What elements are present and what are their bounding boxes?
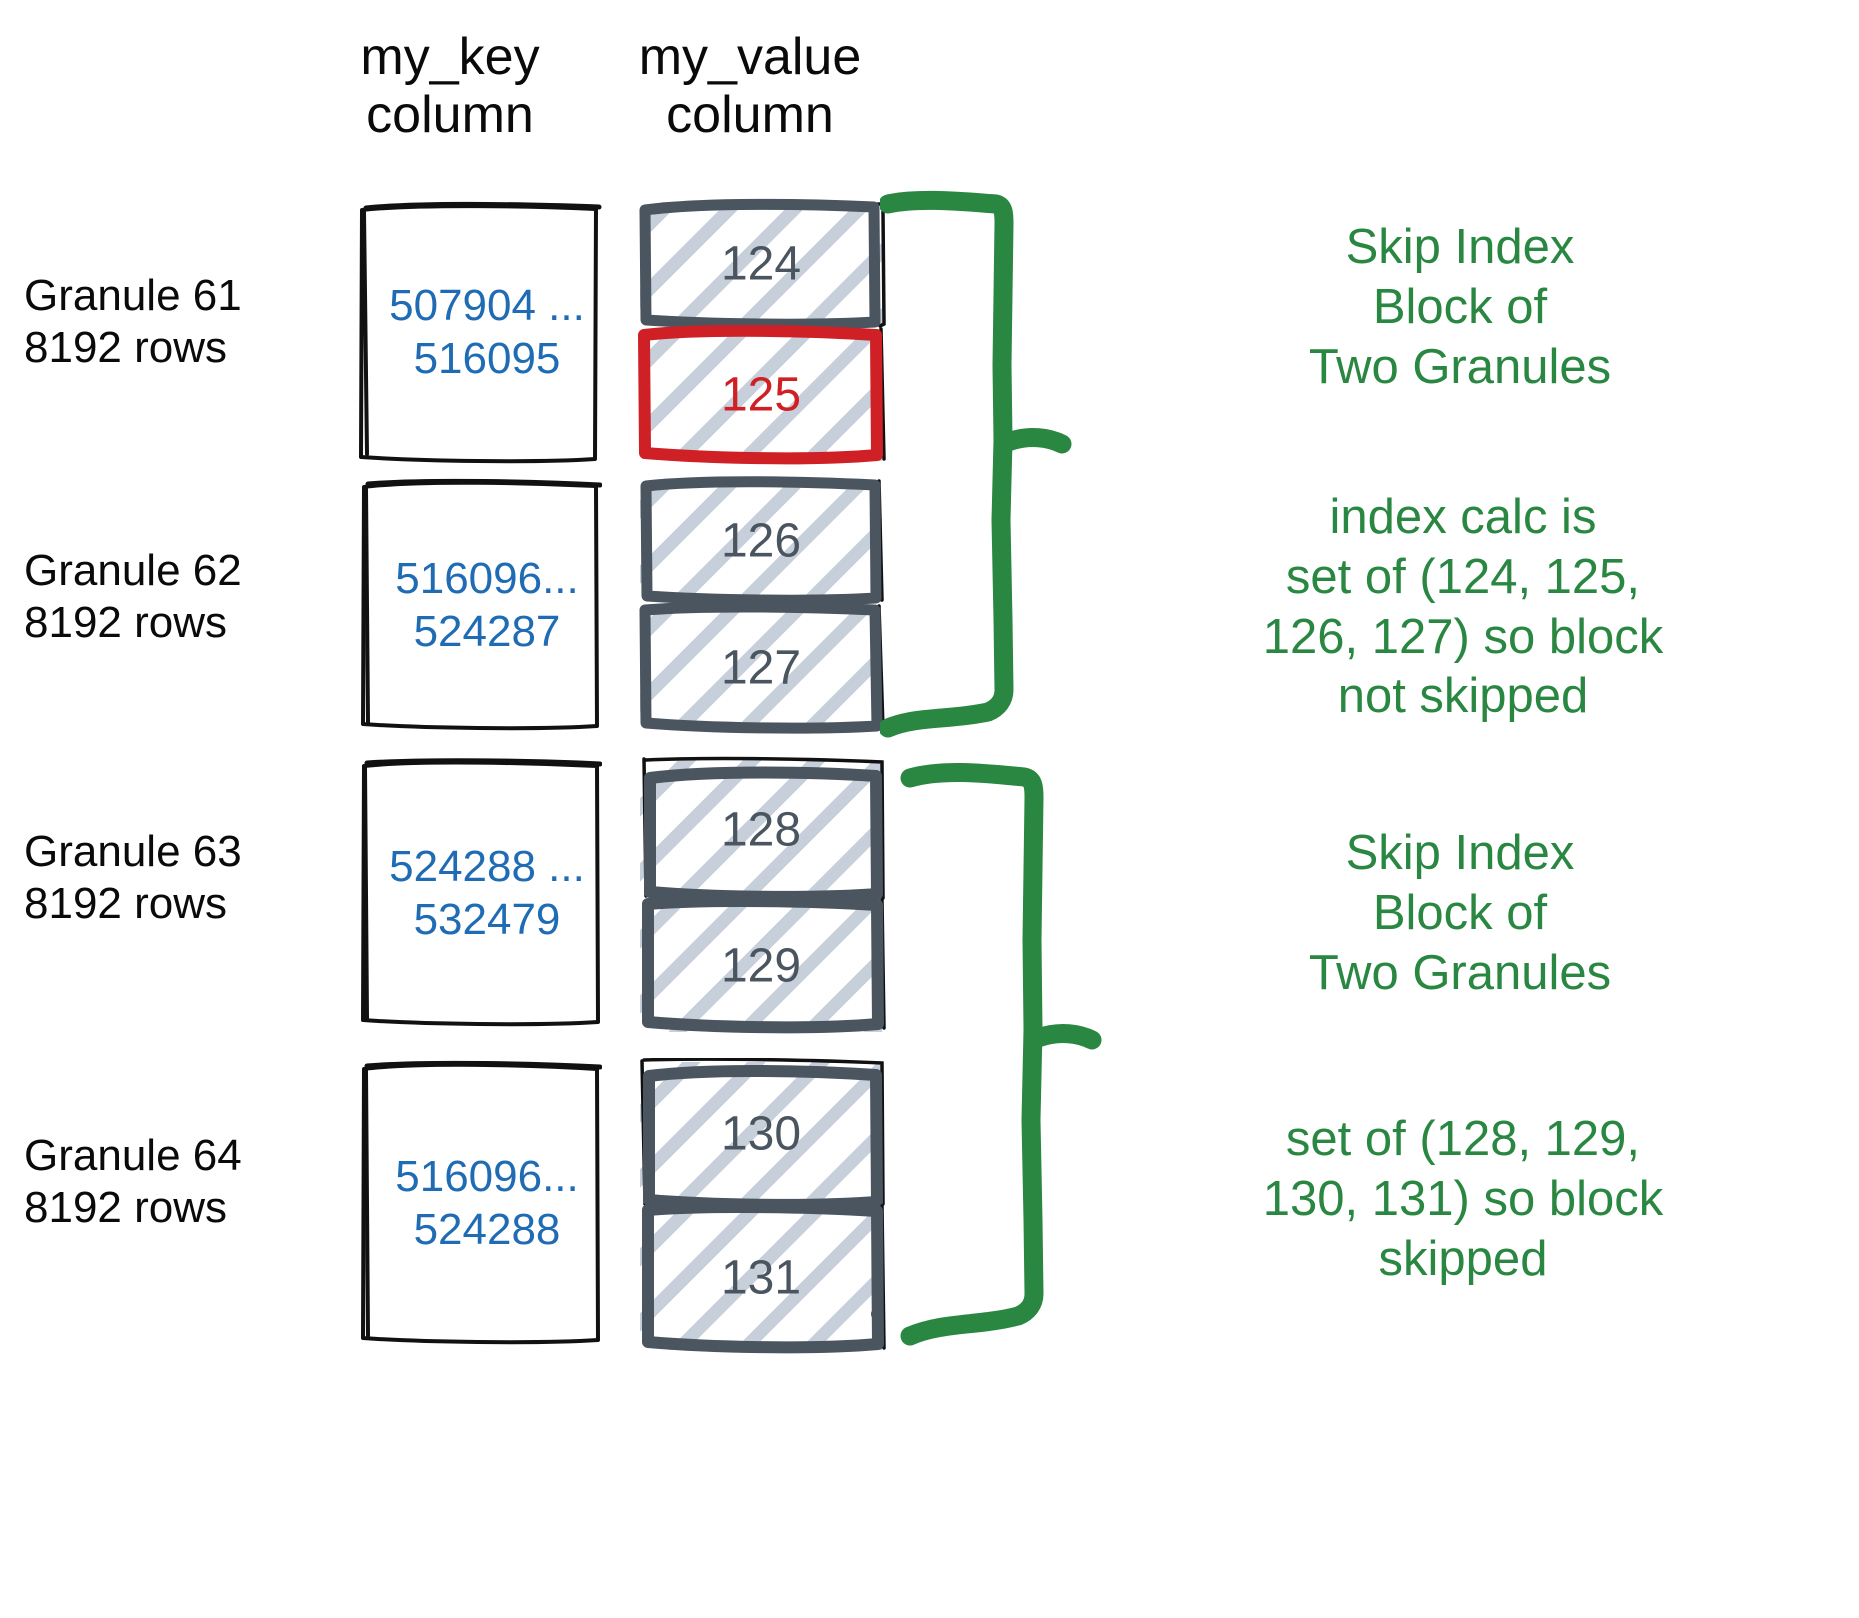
value-text-130: 130 [720,1107,802,1161]
value-cell-125: 125 [636,325,886,465]
value-cell-126: 126 [636,476,886,606]
my-key-column-header: my_key column [360,28,540,145]
skip-index-bracket-2 [900,762,1102,1346]
granule-label-63: Granule 63 8192 rows [24,827,242,928]
value-text-124: 124 [720,237,802,291]
key-range-granule-64: 516096... 524288 [395,1152,579,1254]
skip-index-bracket-1 [880,190,1072,738]
granule-label-64: Granule 64 8192 rows [24,1131,242,1232]
value-cell-131: 131 [636,1202,886,1354]
value-cell-124: 124 [636,198,886,330]
annotation-skip-index-block-1: Skip Index Block of Two Granules [1308,220,1612,394]
annotation-index-calc-not-skipped: index calc is set of (124, 125, 126, 127… [1262,490,1664,724]
key-box-granule-64: 516096... 524288 [356,1060,602,1348]
value-cell-128: 128 [636,756,886,904]
value-cell-127: 127 [636,602,886,734]
value-text-128: 128 [720,803,802,857]
granule-label-62: Granule 62 8192 rows [24,546,242,647]
value-text-129: 129 [720,939,802,993]
key-box-granule-61: 507904 ... 516095 [356,200,602,465]
key-range-granule-62: 516096... 524287 [395,553,579,656]
value-text-127: 127 [720,641,802,695]
granule-label-61: Granule 61 8192 rows [24,271,242,372]
value-cell-130: 130 [636,1058,886,1210]
value-text-125: 125 [720,368,802,422]
value-text-126: 126 [720,514,802,568]
key-range-granule-61: 507904 ... 516095 [389,280,585,383]
my-value-column-header: my_value column [638,28,862,145]
key-box-granule-63: 524288 ... 532479 [356,758,602,1030]
key-range-granule-63: 524288 ... 532479 [389,842,585,944]
key-box-granule-62: 516096... 524287 [356,478,602,733]
annotation-index-calc-skipped: set of (128, 129, 130, 131) so block ski… [1262,1112,1664,1286]
annotation-skip-index-block-2: Skip Index Block of Two Granules [1308,826,1612,1000]
value-cell-129: 129 [636,896,886,1036]
value-text-131: 131 [720,1251,802,1305]
